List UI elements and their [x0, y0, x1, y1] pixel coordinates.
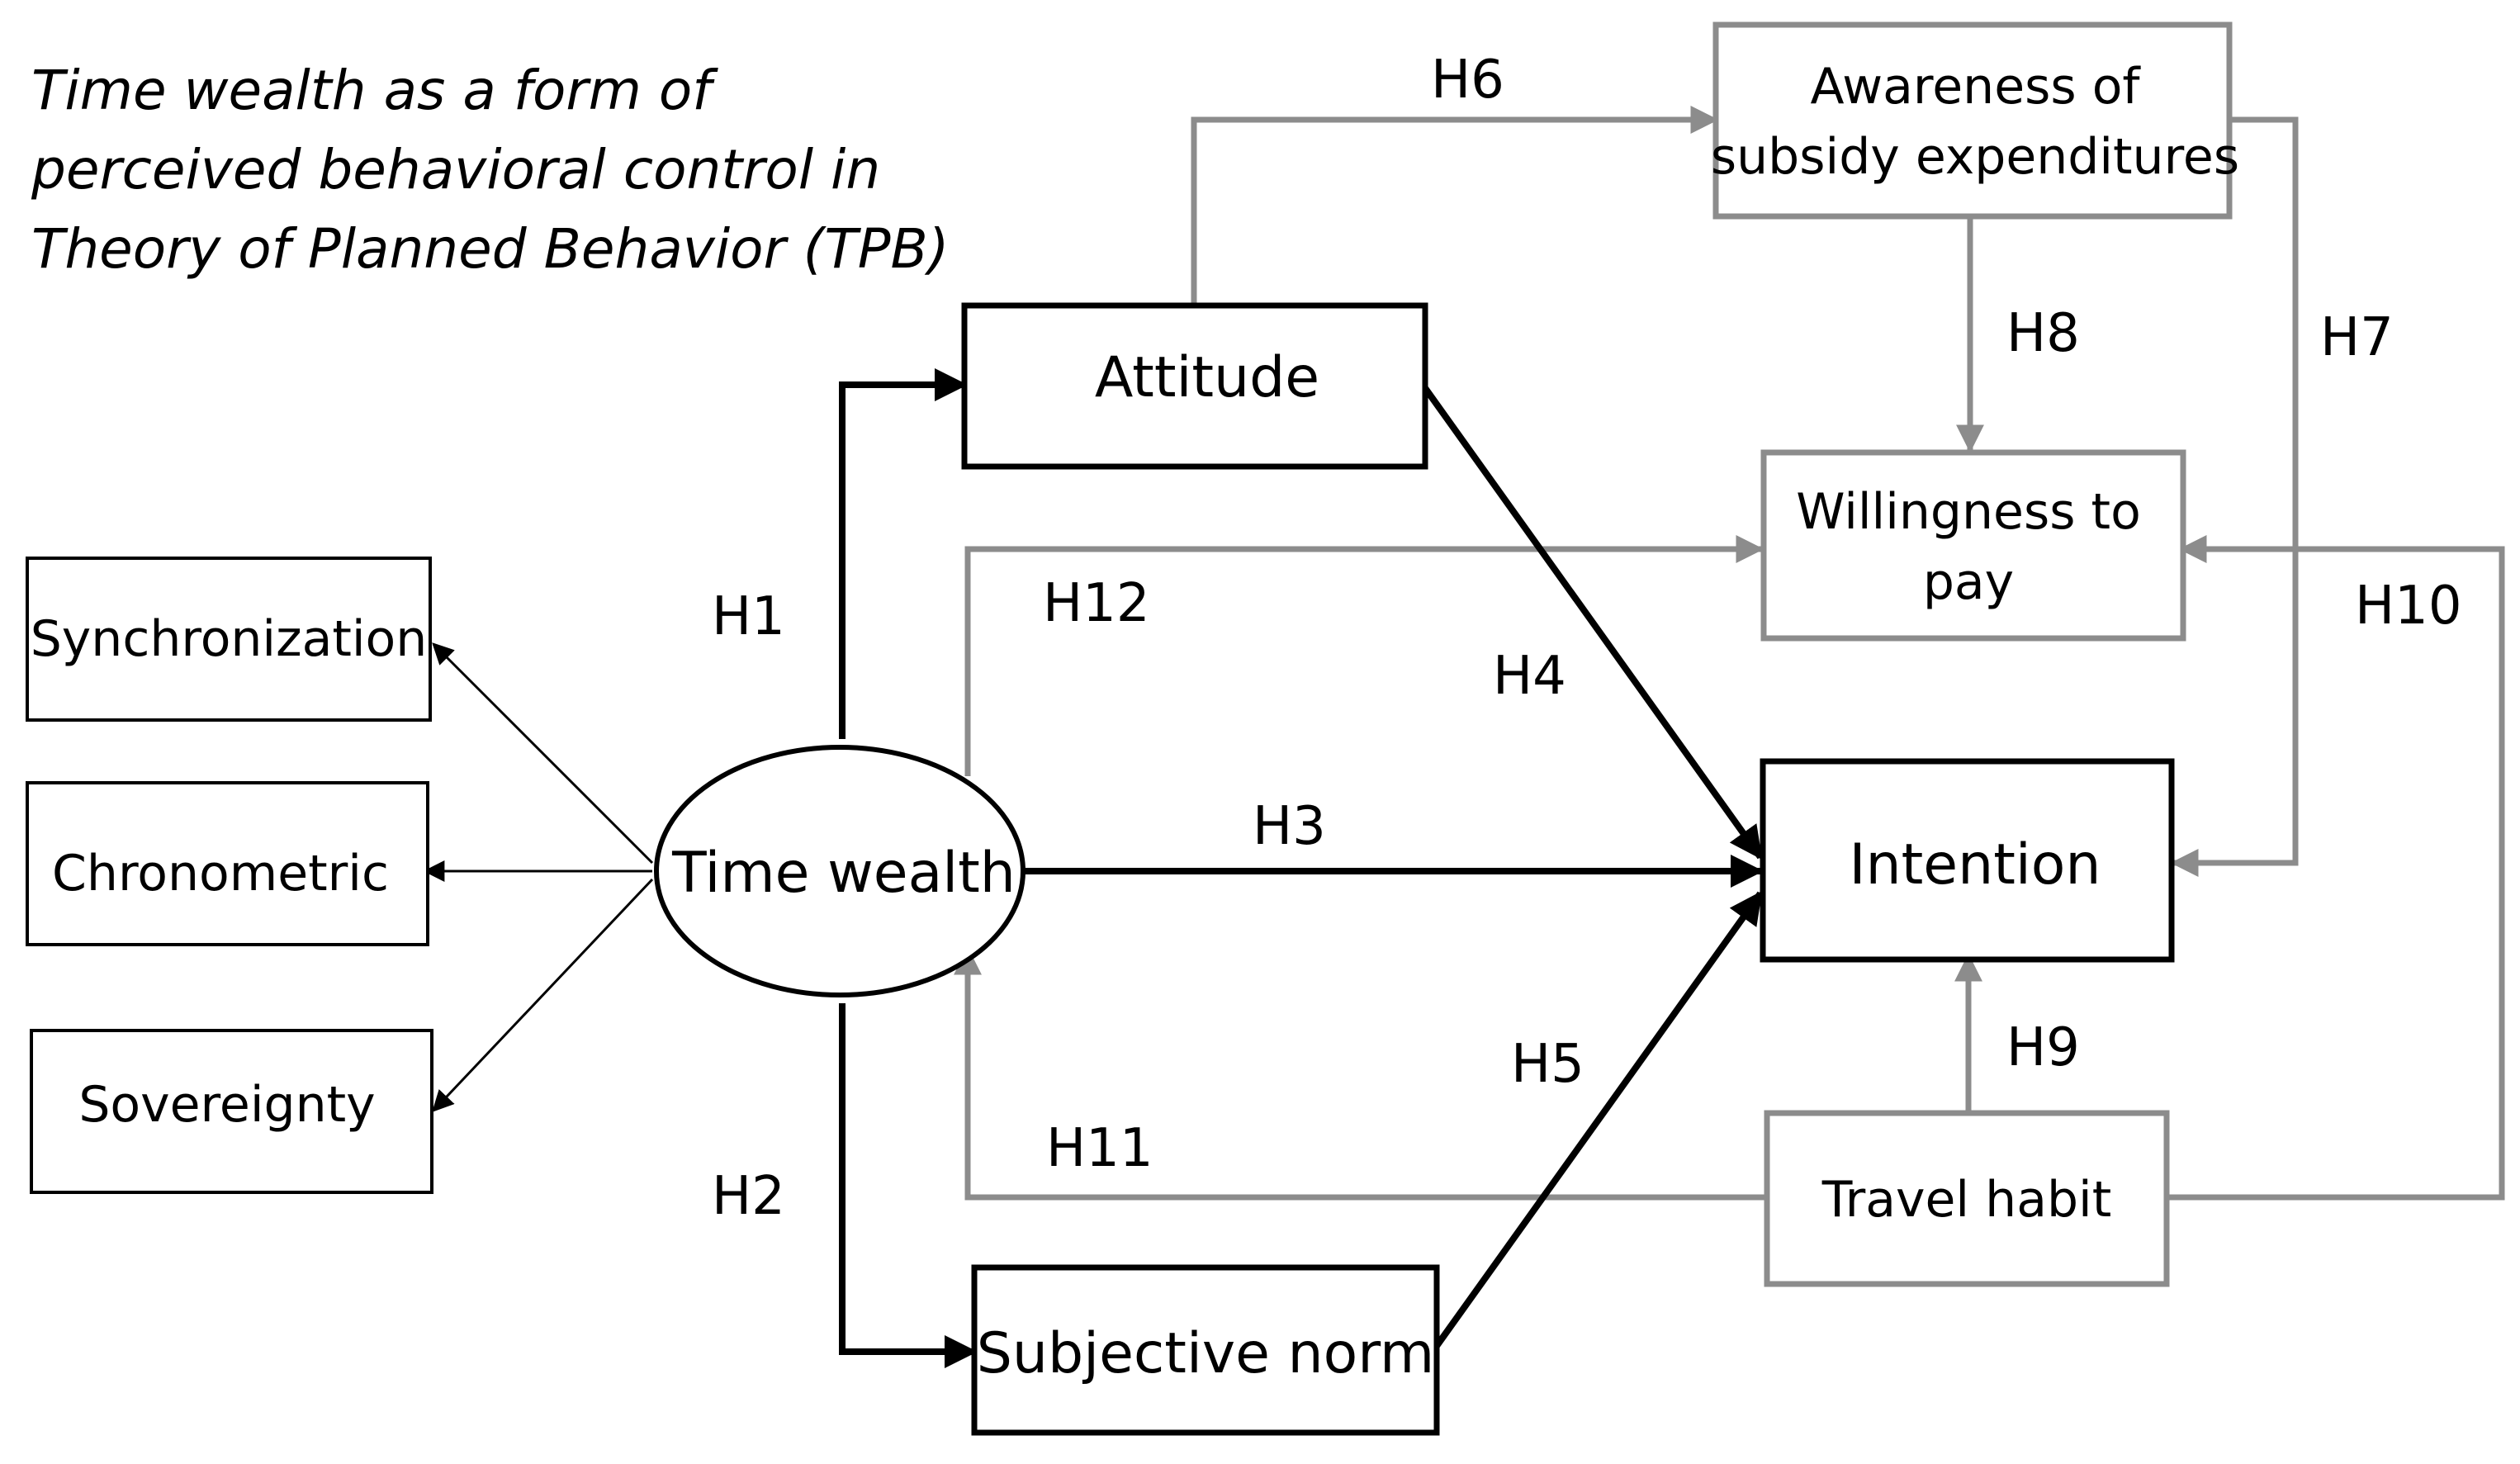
path-h6 — [1191, 106, 1719, 306]
node-willingness-to-pay — [1760, 449, 2186, 642]
node-travel-habit — [1764, 1110, 2170, 1287]
label-h11: H11 — [1046, 1118, 1153, 1179]
node-subjective-norm-label: Subjective norm — [977, 1321, 1435, 1386]
path-h7 — [2170, 116, 2299, 877]
node-travel-habit-label: Travel habit — [1821, 1171, 2112, 1229]
node-intention-label: Intention — [1849, 832, 2101, 898]
node-willingness-label-line1: Willingness to — [1796, 483, 2141, 541]
node-awareness-label-line2: subsidy expenditures — [1711, 128, 2239, 186]
path-h11 — [954, 946, 1764, 1201]
node-intention — [1760, 758, 2175, 963]
label-h7: H7 — [2320, 307, 2394, 368]
label-h8: H8 — [2006, 303, 2080, 364]
node-synchronization — [26, 557, 432, 722]
node-subjective-norm — [971, 1264, 1440, 1436]
node-sovereignty — [30, 1029, 433, 1194]
label-h5: H5 — [1511, 1034, 1584, 1095]
label-h2: H2 — [712, 1166, 785, 1227]
node-time-wealth-label: Time wealth — [671, 841, 1016, 906]
node-attitude-label: Attitude — [1095, 345, 1319, 410]
diagram-caption: Time wealth as a form of perceived behav… — [31, 51, 1105, 289]
label-h1: H1 — [712, 586, 785, 647]
node-time-wealth — [654, 745, 1026, 997]
node-attitude — [961, 302, 1428, 470]
label-h12: H12 — [1043, 573, 1150, 634]
path-time-wealth-synchronization — [432, 642, 654, 865]
path-h2 — [839, 1003, 978, 1368]
path-h10 — [2167, 535, 2505, 1201]
path-time-wealth-sovereignty — [432, 878, 654, 1112]
label-h6: H6 — [1431, 50, 1504, 111]
node-awareness-subsidy — [1712, 21, 2233, 220]
label-h4: H4 — [1493, 646, 1566, 707]
path-h4 — [1422, 386, 1764, 860]
path-h1 — [839, 368, 968, 739]
label-h9: H9 — [2006, 1017, 2080, 1078]
caption-line-1: Time wealth as a form of — [31, 59, 712, 122]
node-chronometric-label: Chronometric — [52, 845, 389, 903]
node-willingness-label-line2: pay — [1923, 553, 2014, 611]
caption-line-3: Theory of Planned Behavior (TPB) — [31, 217, 950, 281]
path-h5 — [1433, 890, 1764, 1348]
node-awareness-label-line1: Awareness of — [1810, 58, 2141, 116]
node-sovereignty-label: Sovereignty — [78, 1076, 375, 1134]
node-chronometric — [26, 781, 429, 946]
node-synchronization-label: Synchronization — [31, 610, 428, 668]
path-h12 — [964, 535, 1764, 776]
label-h10: H10 — [2355, 576, 2462, 637]
label-h3: H3 — [1253, 796, 1326, 857]
caption-line-2: perceived behavioral control in — [31, 138, 881, 201]
